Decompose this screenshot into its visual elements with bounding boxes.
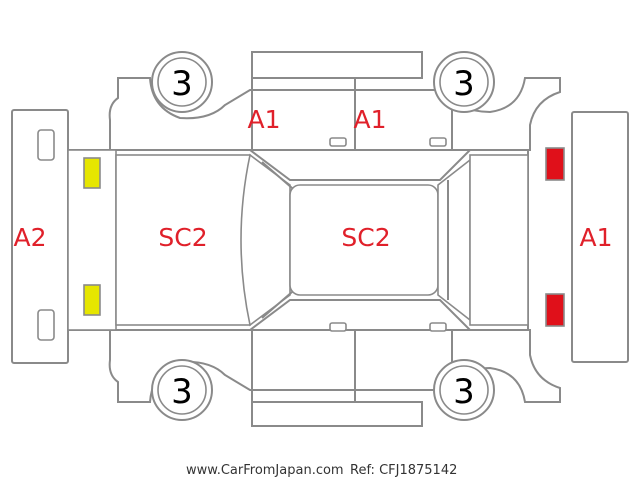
top-roof-rail [251,51,423,79]
front-light-lower [83,284,101,316]
rear-bumper [571,111,629,363]
hood-damage-code: SC2 [158,223,207,252]
bottom-roof-rail [251,401,423,427]
bottom-side-body [108,322,561,427]
top-view-body [67,149,529,331]
top-rear-door-damage-code: A1 [353,105,386,134]
front-bumper-lower-tab [37,309,55,341]
windshield [240,153,291,327]
roof-damage-code: SC2 [341,223,390,252]
wheel-top-rear: 3 [433,51,495,113]
footer-site: www.CarFromJapan.com [186,463,344,478]
rear-deck [469,154,529,326]
wheel-top-rear-number: 3 [453,64,475,104]
rear-light-lower [545,293,565,327]
front-bumper-upper-tab [37,129,55,161]
bottom-front-door-handle [329,322,347,332]
front-bumper-damage-code: A2 [13,223,46,252]
front-light-upper [83,157,101,189]
top-front-door-handle [329,137,347,147]
top-side-body [108,51,561,151]
wheel-bottom-front: 3 [151,359,213,421]
footer-ref: Ref: CFJ1875142 [350,463,457,478]
rear-window [437,158,471,322]
wheel-top-front: 3 [151,51,213,113]
wheel-bottom-rear-number: 3 [453,372,475,412]
bottom-rear-door-handle [429,322,447,332]
top-front-door-damage-code: A1 [247,105,280,134]
top-rear-door-handle [429,137,447,147]
rear-bumper-damage-code: A1 [579,223,612,252]
wheel-top-front-number: 3 [171,64,193,104]
wheel-bottom-front-number: 3 [171,372,193,412]
rear-light-upper [545,147,565,181]
wheel-bottom-rear: 3 [433,359,495,421]
